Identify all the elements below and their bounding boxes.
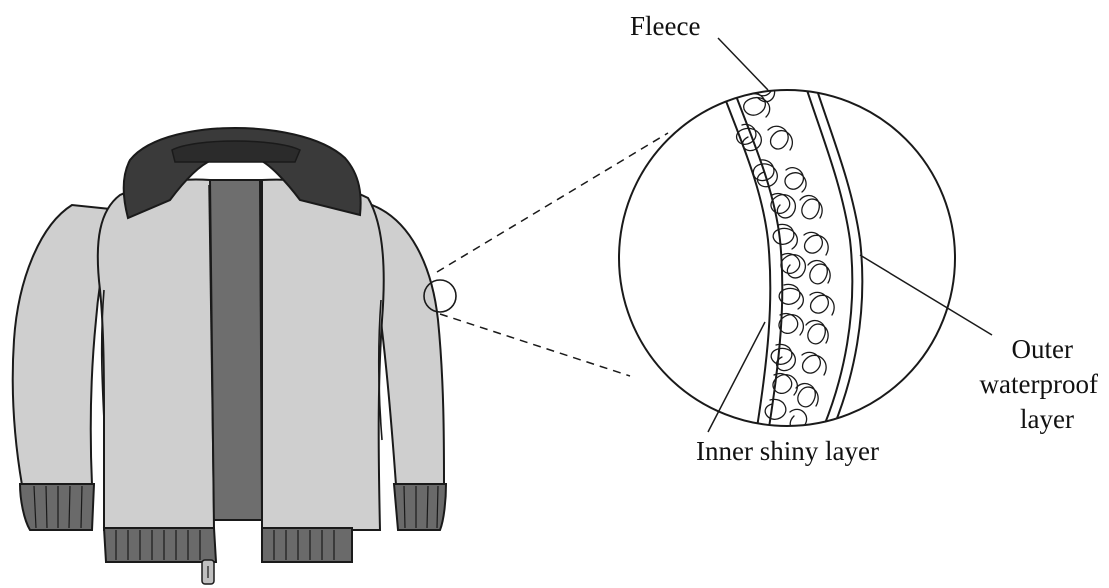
left-cuff [20, 484, 94, 530]
label-fleece: Fleece [630, 11, 700, 41]
collar-inner-band [172, 141, 300, 162]
waistband-right [262, 528, 352, 562]
right-body-panel [262, 180, 384, 530]
waistband-left [104, 528, 216, 562]
label-outer-line2: waterproof [980, 369, 1098, 399]
jacket [13, 128, 446, 584]
label-outer-line3: layer [1020, 404, 1074, 434]
fleece-leader-line [718, 38, 768, 90]
label-inner-shiny-layer: Inner shiny layer [696, 436, 879, 466]
left-body-panel [98, 180, 214, 530]
zipper-pull [202, 560, 214, 584]
label-outer-line1: Outer [1012, 334, 1073, 364]
magnified-cross-section [619, 40, 955, 440]
connector-line-bottom [440, 314, 630, 376]
